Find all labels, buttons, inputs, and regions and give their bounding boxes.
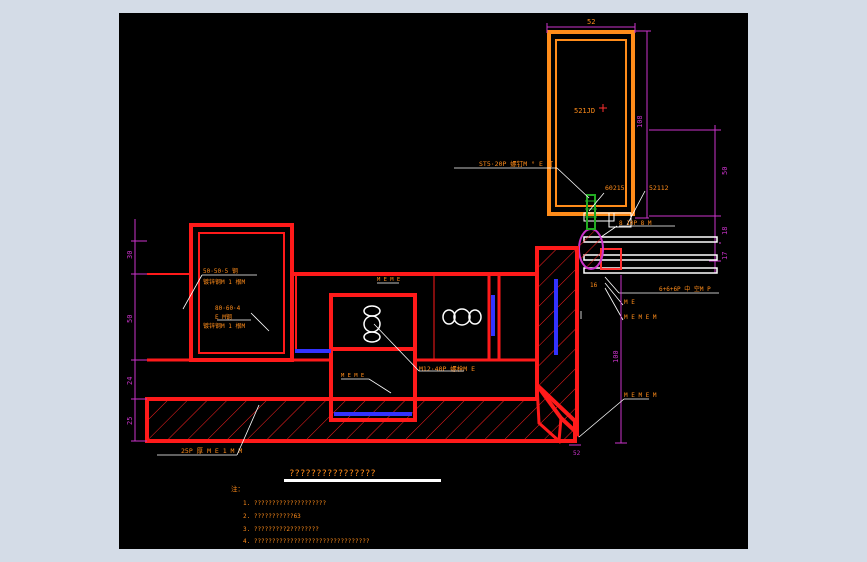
dim-left-2: 50 (126, 315, 134, 323)
seal-assembly (578, 194, 604, 270)
dim-16: 16 (590, 282, 598, 289)
screw-label: ST5·20P 螺钉M ° E 钉 (479, 159, 554, 168)
block-label-b: 镀锌钢M 1 根M (203, 278, 245, 286)
title-underline (284, 479, 441, 482)
block-label-d: E M钢 (215, 313, 232, 321)
block-label-a: 50·50·5 钢 (203, 267, 238, 275)
dim-right-low: 17 (721, 252, 729, 260)
block-label-c: 80·60·4 (215, 305, 241, 312)
inner-label-2: M E M E (341, 373, 364, 379)
part-right-label: 52112 (649, 184, 669, 192)
note-2: 2. ???????????63 (243, 513, 301, 520)
dim-frame-height: 108 (636, 115, 644, 128)
sub-right-label: 8 10P 8 M (619, 220, 652, 227)
cad-drawing: 521JD 52 108 50 18 17 (126, 18, 729, 545)
dim-left-3: 24 (126, 377, 134, 385)
inner-label-1: M E M E (377, 277, 400, 283)
window-frame (547, 30, 635, 216)
bottom-note: 25P 厚 M E 1 M M (181, 447, 242, 455)
dim-left-4: 25 (126, 417, 134, 425)
right-note-3: M E M E M (624, 392, 657, 399)
right-note-1: M E (624, 299, 635, 306)
dim-right-upper: 50 (721, 167, 729, 175)
bolt-label: M12·40P 螺栓M E (419, 364, 475, 373)
note-1: 1. ???????????????????? (243, 500, 326, 507)
dim-right-mid: 18 (721, 227, 729, 235)
dim-top-width: 52 (587, 18, 595, 26)
block-label-e: 镀锌钢M 1 根M (203, 322, 245, 330)
notes-header: 注： (231, 484, 244, 493)
right-dimensions (635, 30, 721, 273)
drawing-title: ???????????????? (289, 469, 376, 479)
note-4: 4. ???????????????????????????????? (243, 538, 370, 545)
note-3: 3. ?????????2???????? (243, 526, 319, 533)
bottom-right-dimension (569, 275, 627, 446)
blue-strips (295, 279, 558, 416)
leaders-upper (454, 167, 719, 321)
dim-bottom-label: 52 (573, 450, 581, 457)
frame-inner-label: 521JD (574, 107, 595, 115)
drawing-canvas: 521JD 52 108 50 18 17 (119, 13, 748, 549)
glass-note: 6+6+6P 中 空M P (659, 285, 711, 293)
part-left-label: 60215 (605, 184, 625, 192)
dim-bottom-right: 100 (612, 350, 620, 363)
right-note-2: M E M E M (624, 314, 657, 321)
hinge-fitting (363, 305, 482, 343)
dim-left-1: 30 (126, 251, 134, 259)
glass-panes (583, 212, 718, 274)
leaders-main (157, 274, 649, 456)
left-dimensions (131, 219, 147, 442)
